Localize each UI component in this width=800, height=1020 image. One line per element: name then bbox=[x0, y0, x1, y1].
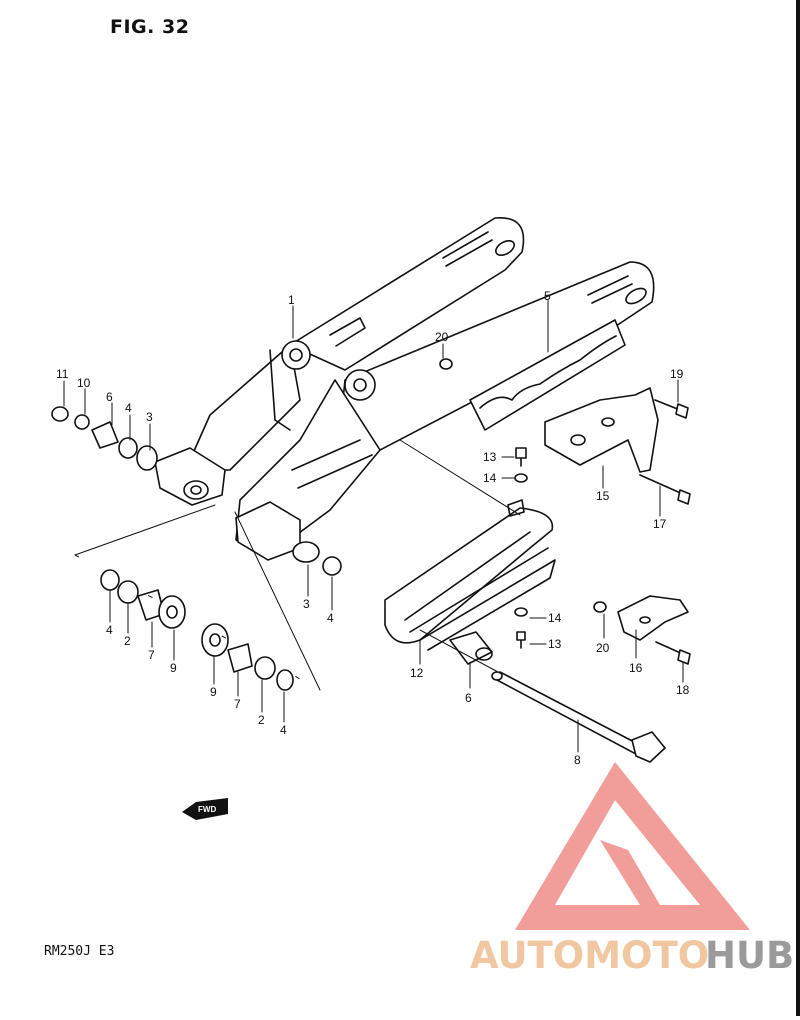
callout-4-right: 4 bbox=[327, 611, 334, 625]
callout-20-top: 20 bbox=[435, 330, 449, 344]
callouts: 1 5 20 11 10 6 4 3 19 13 14 15 17 3 4 4 … bbox=[56, 289, 690, 767]
lever-hardware bbox=[292, 541, 493, 665]
callout-5: 5 bbox=[544, 289, 551, 303]
cushion-lever bbox=[384, 499, 556, 651]
bolts-and-nuts bbox=[439, 358, 691, 665]
callout-1: 1 bbox=[288, 293, 295, 307]
callout-10: 10 bbox=[77, 376, 91, 390]
callout-2-a: 2 bbox=[124, 634, 131, 648]
callout-19: 19 bbox=[670, 367, 684, 381]
chain-guide bbox=[544, 387, 659, 473]
callout-15: 15 bbox=[596, 489, 610, 503]
swingarm-left-arm bbox=[154, 217, 525, 506]
callout-20-bottom: 20 bbox=[596, 641, 610, 655]
callout-9-a: 9 bbox=[170, 661, 177, 675]
callout-7-a: 7 bbox=[148, 648, 155, 662]
fwd-label: FWD bbox=[198, 805, 216, 814]
callout-12: 12 bbox=[410, 666, 424, 680]
callout-13-bottom: 13 bbox=[548, 637, 562, 651]
assembly-lines bbox=[74, 439, 521, 691]
callout-6-right: 6 bbox=[465, 691, 472, 705]
swingarm-right-arm bbox=[235, 261, 655, 561]
callout-18: 18 bbox=[676, 683, 690, 697]
callout-3-left: 3 bbox=[146, 410, 153, 424]
watermark-text-a: AUTOMOTO bbox=[470, 934, 709, 977]
callout-9-b: 9 bbox=[210, 685, 217, 699]
guide-plate bbox=[617, 595, 689, 641]
callout-4-left: 4 bbox=[125, 401, 132, 415]
callout-16: 16 bbox=[629, 661, 643, 675]
forward-direction-badge: FWD bbox=[182, 798, 228, 820]
right-pivot-hardware bbox=[100, 569, 294, 691]
callout-4-b: 4 bbox=[280, 723, 287, 737]
model-label: RM250J E3 bbox=[44, 944, 115, 959]
leader-lines bbox=[63, 299, 684, 753]
callout-13-top: 13 bbox=[483, 450, 497, 464]
right-border bbox=[796, 0, 800, 1016]
left-pivot-hardware bbox=[51, 406, 158, 471]
callout-4-a: 4 bbox=[106, 623, 113, 637]
pivot-shaft bbox=[491, 671, 666, 763]
chain-buffer bbox=[469, 319, 626, 431]
callout-14-bottom: 14 bbox=[548, 611, 562, 625]
callout-2-b: 2 bbox=[258, 713, 265, 727]
callout-6-left: 6 bbox=[106, 390, 113, 404]
callout-8: 8 bbox=[574, 753, 581, 767]
callout-14-top: 14 bbox=[483, 471, 497, 485]
callout-3-right: 3 bbox=[303, 597, 310, 611]
figure-title: FIG. 32 bbox=[110, 16, 190, 38]
watermark-logo: AUTOMOTO HUB bbox=[470, 762, 794, 977]
callout-11: 11 bbox=[56, 367, 69, 381]
watermark-text-b: HUB bbox=[705, 934, 794, 977]
callout-17: 17 bbox=[653, 517, 667, 531]
callout-7-b: 7 bbox=[234, 697, 241, 711]
